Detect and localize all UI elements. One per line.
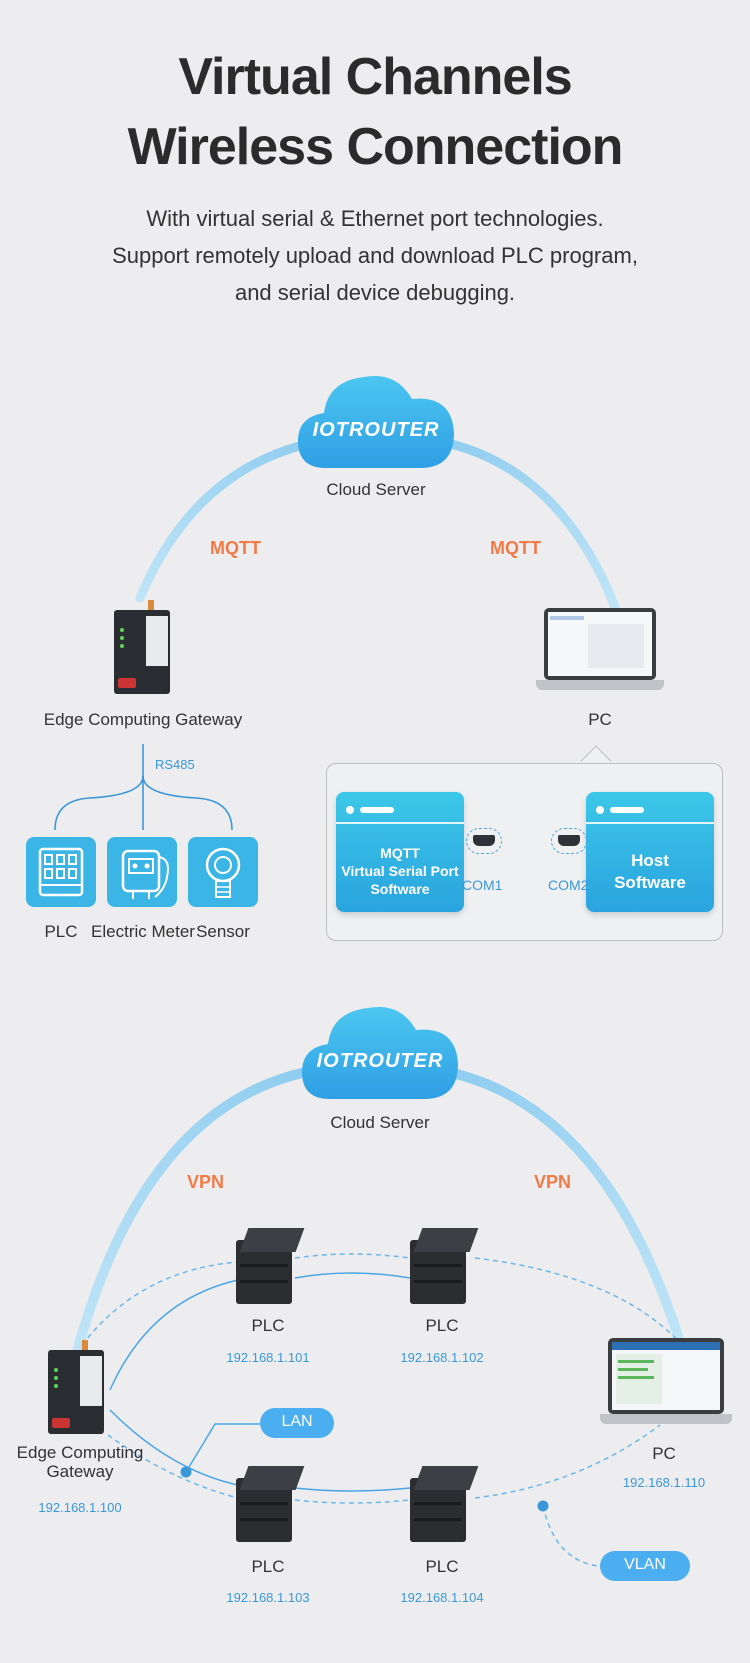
plc-ip-4: 192.168.1.104 (400, 1590, 484, 1605)
cloud-brand-1: IOTROUTER (312, 419, 440, 441)
gateway-ip: 192.168.1.100 (38, 1500, 122, 1515)
lan-tag: LAN (260, 1408, 334, 1438)
protocol-right-2: VPN (534, 1172, 572, 1192)
com1-label: COM1 (462, 877, 503, 893)
pc-label-2: PC (652, 1444, 676, 1463)
vpn-link-right (420, 1063, 685, 1347)
plc-unit-1 (236, 1228, 305, 1304)
plc-label-3: PLC (251, 1557, 285, 1576)
cloud-server-2: IOTROUTER (300, 996, 460, 1106)
gateway-label-2-line2: Gateway (46, 1462, 114, 1481)
cloud-brand-2: IOTROUTER (316, 1050, 444, 1072)
plc-ip-1: 192.168.1.101 (226, 1350, 310, 1365)
device-label-sensor: Sensor (196, 922, 250, 941)
com2-port-ring (551, 828, 587, 854)
software-right-line1: Host (631, 851, 669, 870)
software-left-line1: MQTT (380, 845, 420, 861)
plc-unit-2 (410, 1228, 479, 1304)
pc-ip: 192.168.1.110 (622, 1475, 706, 1490)
protocol-right-1: MQTT (490, 538, 541, 558)
plc-ip-3: 192.168.1.103 (226, 1590, 310, 1605)
vlan-links (81, 1253, 686, 1567)
gateway-label-1: Edge Computing Gateway (43, 710, 243, 729)
protocol-left-2: VPN (187, 1172, 225, 1192)
vpn-link-left (73, 1063, 335, 1353)
software-right-line2: Software (614, 873, 686, 892)
com1-port-ring (466, 828, 502, 854)
vlan-node (537, 1500, 549, 1512)
plc-device-tile (26, 837, 96, 907)
cloud-icon (298, 375, 454, 468)
electric-meter-tile (107, 837, 177, 907)
sensor-icon (205, 847, 241, 898)
cloud-server-1: IOTROUTER (296, 365, 456, 475)
plc-unit-4 (410, 1466, 479, 1542)
pc-label-1: PC (588, 710, 612, 729)
electric-meter-icon (121, 849, 169, 899)
virtual-serial-port-software: MQTT Virtual Serial Port Software (336, 792, 464, 912)
plc-unit-3 (236, 1466, 305, 1542)
description-line2: Support remotely upload and download PLC… (112, 243, 638, 268)
cloud-server-label-1: Cloud Server (326, 480, 426, 499)
plc-label-2: PLC (425, 1316, 459, 1335)
description-line1: With virtual serial & Ethernet port tech… (146, 206, 604, 231)
description-line3: and serial device debugging. (234, 280, 516, 305)
serial-port-icon (473, 835, 495, 846)
mqtt-link-right (415, 433, 620, 612)
com2-label: COM2 (548, 877, 589, 893)
rs485-label: RS485 (155, 757, 195, 772)
software-left-line3: Software (370, 881, 430, 897)
gateway-label-2-line1: Edge Computing (16, 1443, 144, 1462)
edge-gateway-device-1 (110, 600, 174, 696)
edge-gateway-device-2 (44, 1340, 108, 1436)
plc-ip-2: 192.168.1.102 (400, 1350, 484, 1365)
pc-laptop-2 (600, 1338, 732, 1430)
cloud-server-label-2: Cloud Server (330, 1113, 430, 1132)
plc-icon (38, 847, 84, 897)
host-software: Host Software (586, 792, 714, 912)
antenna-icon (148, 600, 154, 612)
software-left-line2: Virtual Serial Port (341, 863, 459, 879)
device-label-electric-meter: Electric Meter (91, 922, 195, 941)
protocol-left-1: MQTT (210, 538, 261, 558)
lan-node (180, 1466, 192, 1478)
vlan-tag: VLAN (600, 1551, 690, 1581)
device-label-plc: PLC (44, 922, 78, 941)
cloud-icon (302, 1006, 458, 1099)
page-title-line1: Virtual Channels (178, 48, 572, 106)
antenna-icon (82, 1340, 88, 1352)
pc-laptop-1 (536, 608, 664, 696)
plc-label-1: PLC (251, 1316, 285, 1335)
sensor-tile (188, 837, 258, 907)
rs485-bus (54, 744, 233, 831)
page-title-line2: Wireless Connection (127, 118, 624, 176)
serial-port-icon (558, 835, 580, 846)
plc-label-4: PLC (425, 1557, 459, 1576)
lan-links (109, 1272, 411, 1492)
